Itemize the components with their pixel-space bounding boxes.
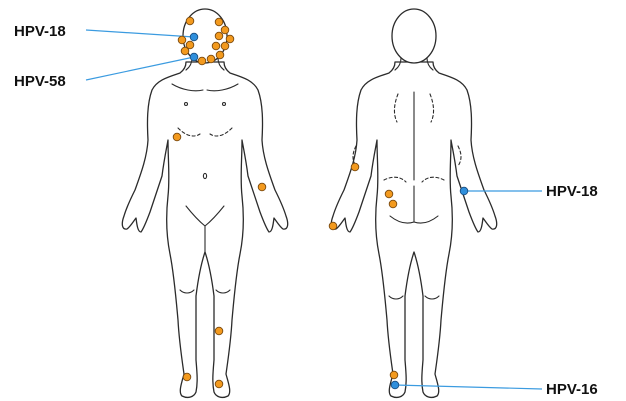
lesion-marker-face-12 (198, 57, 206, 65)
lesion-marker-front-chest (173, 133, 181, 141)
leader-line-back-heel (395, 385, 542, 389)
lesion-marker-back-wrist-typed (460, 187, 468, 195)
lesion-marker-face-6 (178, 36, 186, 44)
lesion-marker-back-buttock-1 (385, 190, 393, 198)
lesion-marker-face-10 (181, 47, 189, 55)
lesion-marker-front-knee (215, 327, 223, 335)
lesion-marker-back-hand (329, 222, 337, 230)
leader-line-front-face-upper (86, 30, 194, 37)
lesion-marker-face-9 (221, 42, 229, 50)
lesion-marker-front-foot-right (215, 380, 223, 388)
back-head (392, 9, 436, 63)
lesion-marker-front-foot-left (183, 373, 191, 381)
lesion-marker-face-1 (186, 17, 194, 25)
lesion-marker-face-4 (215, 32, 223, 40)
label-back-wrist: HPV-18 (546, 183, 598, 200)
lesion-marker-back-forearm (351, 163, 359, 171)
lesion-marker-face-8 (212, 42, 220, 50)
label-front-face-upper: HPV-18 (14, 23, 66, 40)
label-front-face-lower: HPV-58 (14, 73, 66, 90)
lesion-marker-back-heel-typed (391, 381, 399, 389)
lesion-marker-face-typed-upper (190, 33, 198, 41)
lesion-marker-face-2 (215, 18, 223, 26)
lesion-marker-back-buttock-2 (389, 200, 397, 208)
label-back-heel: HPV-16 (546, 381, 598, 398)
lesion-marker-face-5 (226, 35, 234, 43)
lesion-marker-face-3 (221, 26, 229, 34)
lesion-marker-front-arm (258, 183, 266, 191)
lesion-marker-face-11 (216, 51, 224, 59)
lesion-marker-face-13 (207, 55, 215, 63)
lesion-marker-back-heel-upper (390, 371, 398, 379)
back-figure (331, 9, 496, 397)
lesion-marker-face-typed-lower (190, 53, 198, 61)
